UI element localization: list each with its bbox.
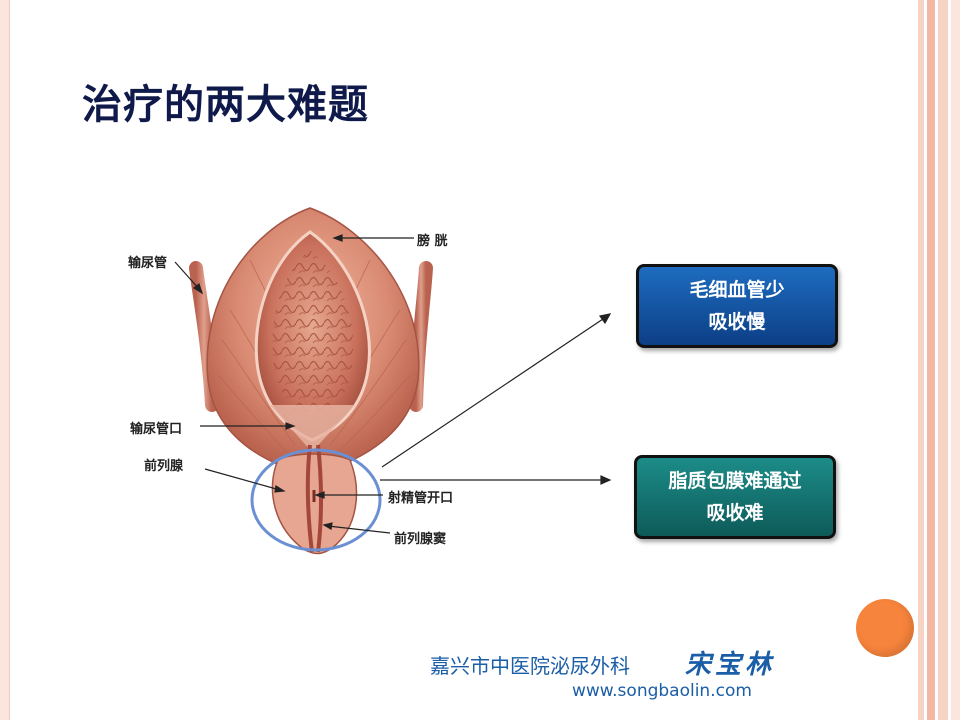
slide-title: 治疗的两大难题 bbox=[82, 81, 369, 128]
callout-lipid-membrane-line1: 脂质包膜难通过 bbox=[668, 470, 802, 492]
label-prostatic-utricle: 前列腺窦 bbox=[394, 532, 447, 547]
label-ejaculatory-duct-opening: 射精管开口 bbox=[388, 491, 454, 506]
right-border-stripes bbox=[918, 0, 960, 720]
label-ureter: 输尿管 bbox=[128, 256, 168, 271]
footer-author-name: 宋宝林 bbox=[685, 650, 776, 680]
callout-capillaries-line1: 毛细血管少 bbox=[689, 279, 785, 301]
anatomy-illustration bbox=[174, 207, 612, 555]
callout-lipid-membrane: 脂质包膜难通过 吸收难 bbox=[634, 455, 836, 539]
label-prostate: 前列腺 bbox=[144, 459, 184, 474]
callout-capillaries: 毛细血管少 吸收慢 bbox=[636, 264, 838, 348]
left-border bbox=[0, 0, 10, 720]
bladder-prostate-diagram: 膀 胱 输尿管 输尿管口 前列腺 射精管开口 前列腺窦 bbox=[100, 190, 620, 570]
footer-organization: 嘉兴市中医院泌尿外科 bbox=[430, 654, 630, 678]
label-ureter-orifice: 输尿管口 bbox=[130, 422, 183, 437]
decorative-orange-circle bbox=[856, 599, 914, 657]
callout-capillaries-line2: 吸收慢 bbox=[708, 311, 766, 333]
footer-website[interactable]: www.songbaolin.com bbox=[572, 681, 752, 701]
callout-lipid-membrane-line2: 吸收难 bbox=[706, 502, 764, 524]
label-bladder: 膀 胱 bbox=[417, 234, 448, 249]
